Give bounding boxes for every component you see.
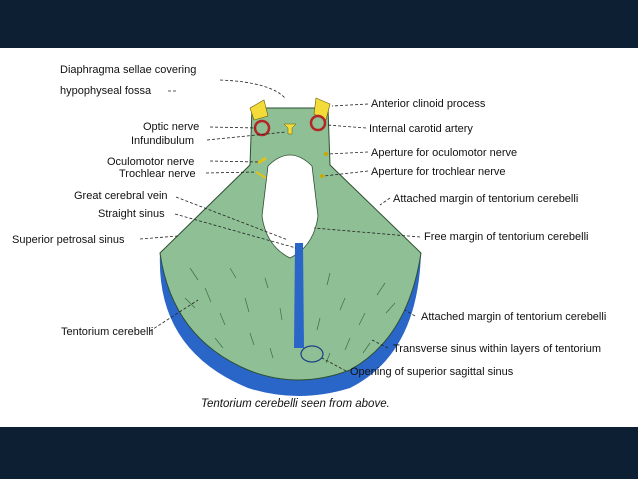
right-clinoid-process [313, 97, 331, 121]
label-diaphragma-2: hypophyseal fossa [60, 85, 152, 97]
fibre-texture [184, 267, 396, 364]
label-straight-sinus: Straight sinus [98, 208, 165, 220]
label-infundibulum: Infundibulum [131, 135, 194, 147]
label-oculomotor-nerve: Oculomotor nerve [107, 156, 194, 168]
superior-sagittal-opening [300, 345, 324, 363]
right-carotid-artery [309, 114, 327, 132]
label-superior-petrosal-sinus: Superior petrosal sinus [12, 234, 125, 246]
label-tentorium-cerebelli: Tentorium cerebelli [61, 326, 153, 338]
label-anterior-clinoid: Anterior clinoid process [371, 98, 486, 110]
tentorial-notch [261, 154, 319, 259]
label-internal-carotid: Internal carotid artery [369, 123, 473, 135]
label-superior-sagittal: Opening of superior sagittal sinus [350, 366, 514, 378]
tentorium-diagram: Diaphragma sellae covering hypophyseal f… [12, 64, 606, 410]
label-optic-nerve: Optic nerve [143, 121, 199, 133]
label-attached-margin-upper: Attached margin of tentorium cerebelli [393, 193, 578, 205]
label-transverse-sinus: Transverse sinus within layers of tentor… [393, 343, 601, 355]
leader-lines [139, 79, 421, 372]
left-clinoid-process [249, 99, 269, 121]
oculomotor-nerve-shape [257, 156, 267, 165]
label-aperture-oculomotor: Aperture for oculomotor nerve [371, 147, 517, 159]
infundibulum-shape [283, 123, 297, 135]
trochlear-nerve-shape [255, 171, 267, 179]
label-trochlear-nerve: Trochlear nerve [119, 168, 196, 180]
trochlear-aperture [320, 174, 324, 178]
figure-caption: Tentorium cerebelli seen from above. [201, 398, 390, 410]
label-aperture-trochlear: Aperture for trochlear nerve [371, 166, 506, 178]
label-great-cerebral-vein: Great cerebral vein [74, 190, 168, 202]
label-attached-margin-lower: Attached margin of tentorium cerebelli [421, 311, 606, 323]
straight-sinus [294, 243, 304, 348]
label-free-margin: Free margin of tentorium cerebelli [424, 231, 588, 243]
oculomotor-aperture [324, 152, 328, 156]
label-diaphragma-1: Diaphragma sellae covering [60, 64, 196, 76]
